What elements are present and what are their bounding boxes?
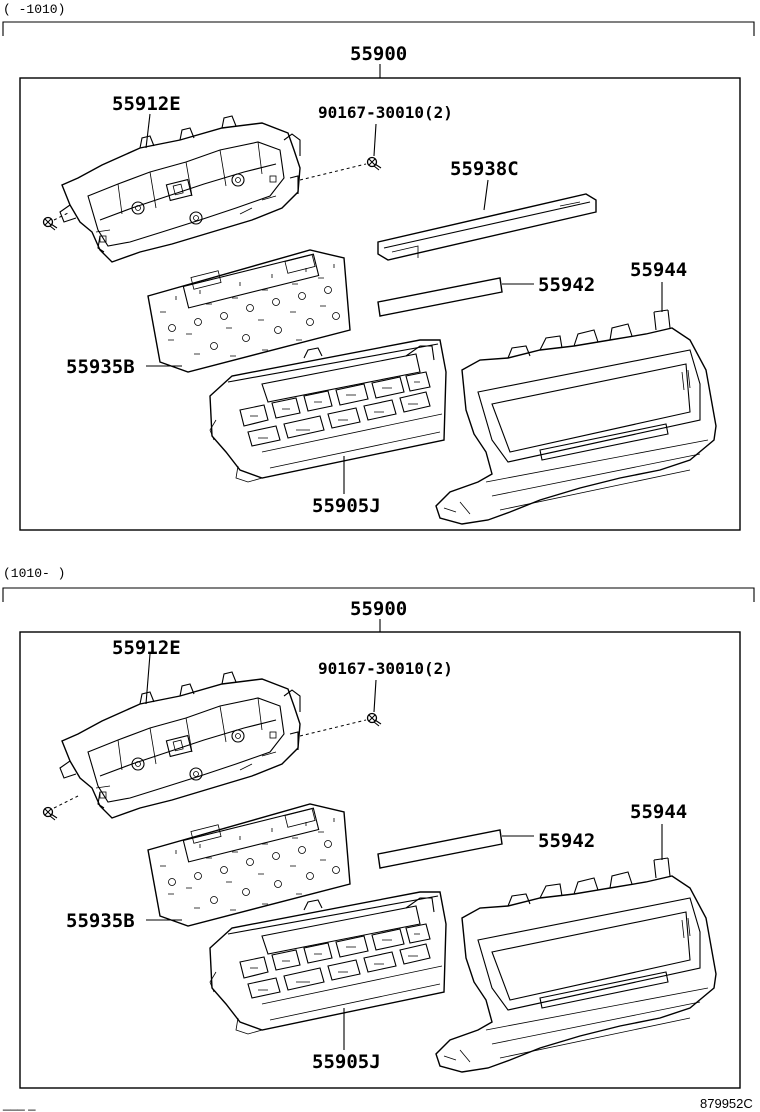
bracket-line — [2, 587, 755, 602]
frame-part — [59, 115, 301, 263]
circuit-board-label: 55935B — [66, 910, 135, 932]
assembly-dash — [299, 163, 367, 181]
leader-line — [483, 179, 489, 211]
screw-part — [366, 156, 382, 171]
leader-line — [373, 123, 377, 157]
frame-label: 55912E — [112, 637, 181, 659]
circuit-board-part — [147, 803, 351, 927]
circuit-board-part — [147, 249, 351, 373]
film-part — [377, 277, 503, 317]
assembly-box — [19, 631, 741, 1089]
frame-label: 55912E — [112, 93, 181, 115]
leader-line — [145, 113, 151, 149]
assembly-dash — [53, 795, 79, 809]
screw-part — [366, 712, 382, 727]
assembly-dash — [53, 211, 71, 221]
control-panel-label: 55905J — [312, 495, 381, 517]
panel-top: ( -1010) 55900 55912E 90167-30010(2) 559… — [2, 2, 755, 531]
circuit-board-label: 55935B — [66, 356, 135, 378]
housing-label: 55944 — [630, 259, 687, 281]
leader-line — [373, 679, 377, 713]
assembly-box — [19, 77, 741, 531]
housing-label: 55944 — [630, 801, 687, 823]
bracket-line — [2, 21, 755, 36]
screw-label: 90167-30010(2) — [318, 103, 453, 122]
film-label: 55942 — [538, 830, 595, 852]
leader-line — [145, 653, 151, 705]
cover-strip-label: 55938C — [450, 158, 519, 180]
assembly-dash — [299, 719, 367, 737]
assembly-label: 55900 — [350, 43, 407, 65]
film-part — [377, 829, 503, 869]
housing-part — [435, 857, 717, 1073]
frame-part — [59, 671, 301, 819]
control-panel-label: 55905J — [312, 1051, 381, 1073]
footer-marks: ___ _ — [2, 1096, 36, 1111]
assembly-label: 55900 — [350, 598, 407, 620]
figure-number: 879952C — [700, 1096, 753, 1111]
range-label: (1010- ) — [3, 566, 65, 581]
housing-part — [435, 309, 717, 525]
screw-part — [42, 806, 58, 821]
control-panel-part — [209, 339, 447, 483]
film-label: 55942 — [538, 274, 595, 296]
control-panel-part — [209, 891, 447, 1035]
panel-bottom: (1010- ) 55900 55912E 90167-30010(2) 559… — [2, 566, 755, 1089]
cover-strip-part — [377, 193, 597, 261]
screw-label: 90167-30010(2) — [318, 659, 453, 678]
range-label: ( -1010) — [3, 2, 65, 17]
